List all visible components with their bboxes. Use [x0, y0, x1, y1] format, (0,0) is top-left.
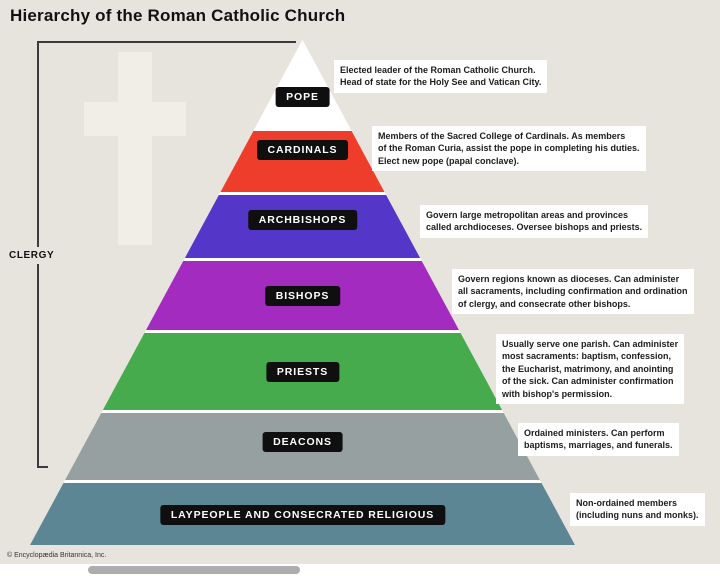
scrollbar-thumb[interactable]: [88, 566, 300, 574]
clergy-bracket-bottom-tick: [37, 466, 48, 468]
level-description-pope: Elected leader of the Roman Catholic Chu…: [334, 60, 548, 93]
clergy-bracket-top-line: [37, 41, 296, 43]
copyright-text: © Encyclopædia Britannica, Inc.: [7, 552, 107, 559]
level-description-deacons: Ordained ministers. Can perform baptisms…: [518, 423, 679, 456]
level-label-cardinals: CARDINALS: [256, 140, 349, 160]
level-description-archbishops: Govern large metropolitan areas and prov…: [420, 205, 649, 238]
level-label-laypeople: LAYPEOPLE AND CONSECRATED RELIGIOUS: [159, 505, 446, 525]
cross-horizontal-bar: [84, 102, 186, 136]
horizontal-scrollbar[interactable]: [0, 564, 720, 576]
level-label-deacons: DEACONS: [262, 432, 343, 452]
level-description-priests: Usually serve one parish. Can administer…: [496, 334, 685, 405]
pyramid-level-labels: POPE CARDINALS ARCHBISHOPS BISHOPS PRIES…: [30, 40, 575, 545]
level-description-laypeople: Non-ordained members (including nuns and…: [570, 493, 705, 526]
clergy-label: CLERGY: [5, 247, 59, 264]
level-label-archbishops: ARCHBISHOPS: [247, 210, 358, 230]
level-label-pope: POPE: [275, 87, 330, 107]
level-description-cardinals: Members of the Sacred College of Cardina…: [372, 126, 646, 172]
level-description-bishops: Govern regions known as dioceses. Can ad…: [452, 269, 694, 315]
page-title: Hierarchy of the Roman Catholic Church: [10, 6, 346, 25]
level-label-bishops: BISHOPS: [264, 286, 341, 306]
cross-vertical-bar: [118, 52, 152, 245]
level-label-priests: PRIESTS: [265, 362, 340, 382]
